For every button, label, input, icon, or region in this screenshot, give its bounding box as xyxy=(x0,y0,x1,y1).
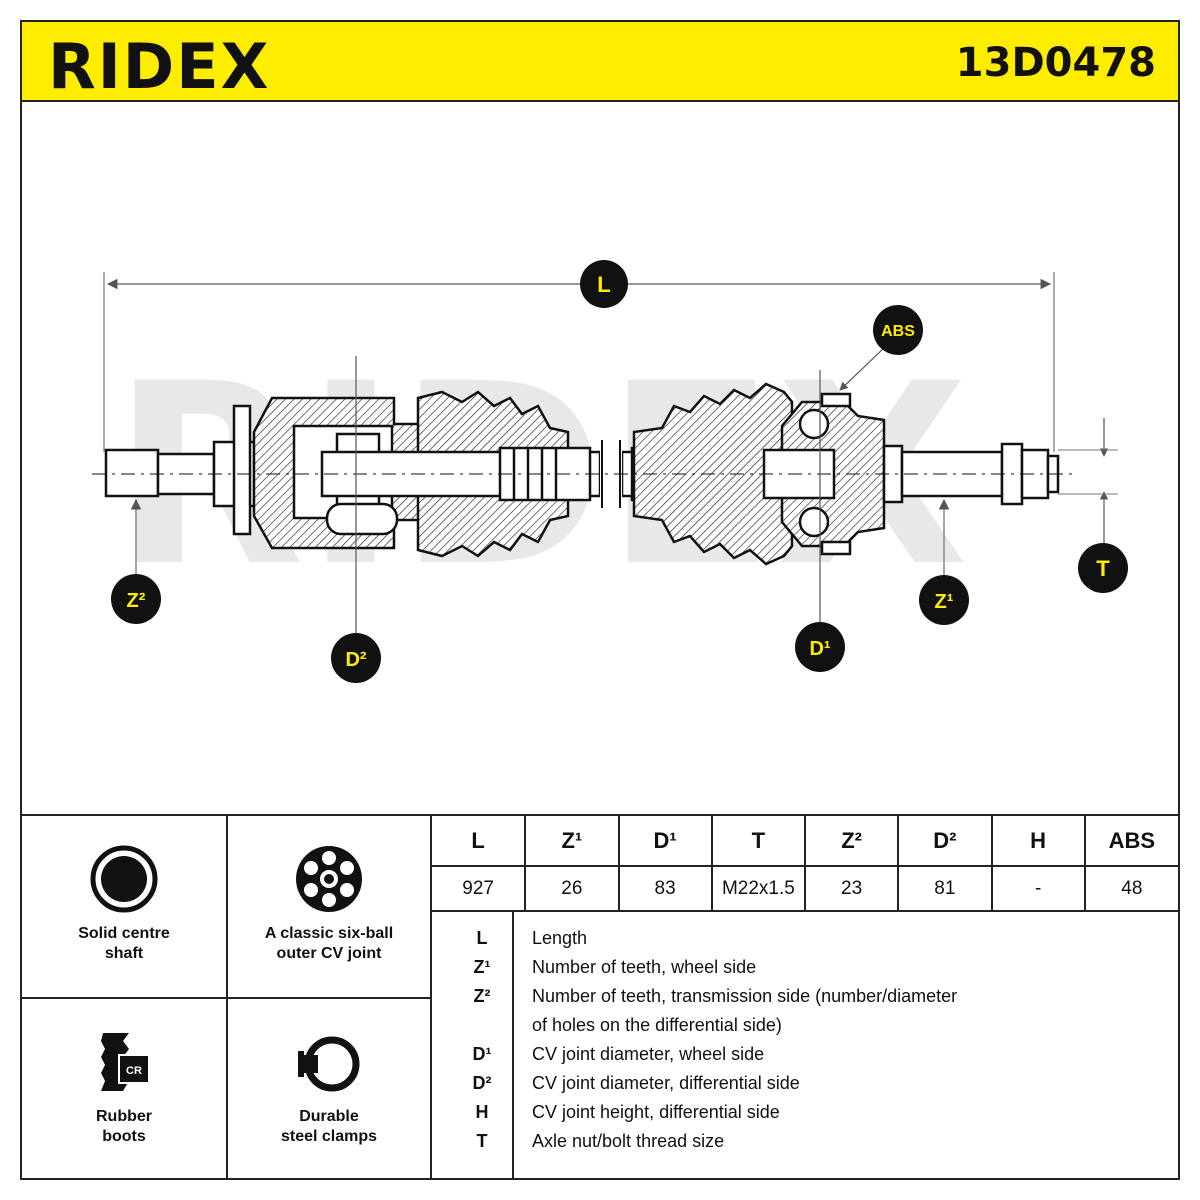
legend-symbol: D² xyxy=(472,1073,492,1093)
product-sheet: RIDEX 13D0478 RIDEX xyxy=(20,20,1180,1180)
legend-row: T Axle nut/bolt thread size xyxy=(432,1127,1178,1156)
spec-value: 927 xyxy=(432,866,527,910)
spec-value: 48 xyxy=(1121,877,1143,899)
legend-text: Axle nut/bolt thread size xyxy=(532,1131,725,1151)
feature-text: Solid centre shaft xyxy=(78,925,170,962)
legend-symbol: Z² xyxy=(473,986,491,1006)
legend-row: Z¹ Number of teeth, wheel side xyxy=(432,953,1178,982)
feature-six-ball-joint: A classic six-ball outer CV joint xyxy=(228,816,432,999)
spec-header: Z² xyxy=(805,816,900,867)
feature-solid-shaft: Solid centre shaft xyxy=(22,816,228,999)
badge-T: T xyxy=(1078,543,1128,593)
spec-value: 83 xyxy=(618,866,713,910)
spec-header: T xyxy=(711,816,807,867)
header-bar: RIDEX 13D0478 xyxy=(22,22,1178,103)
legend-row: H CV joint height, differential side xyxy=(432,1098,1178,1127)
spec-value-row: 927 26 83 M22x1.5 23 81 - 48 xyxy=(432,866,1178,910)
feature-text: Durable steel clamps xyxy=(280,1108,378,1145)
svg-text:CR: CR xyxy=(126,1065,142,1077)
drive-shaft-drawing: RIDEX xyxy=(22,102,1178,814)
feature-text: A classic six-ball outer CV joint xyxy=(264,925,394,962)
spec-value: 23 xyxy=(805,866,900,910)
legend-text: Length xyxy=(532,928,588,948)
steel-clamp-icon xyxy=(298,1036,360,1092)
spec-value: 81 xyxy=(898,866,993,910)
feature-steel-clamps: Durable steel clamps xyxy=(228,999,432,1180)
legend-text: Number of teeth, wheel side xyxy=(532,957,757,977)
legend-symbol: Z¹ xyxy=(473,957,491,977)
spec-header: D¹ xyxy=(618,816,713,867)
spec-header: D² xyxy=(898,816,993,867)
badge-D1: D¹ xyxy=(795,622,845,672)
label-L: L xyxy=(597,272,610,297)
badge-Z2: Z² xyxy=(111,574,161,624)
label-Z2: Z² xyxy=(127,590,146,612)
label-D1: D¹ xyxy=(809,638,830,660)
spec-value: 26 xyxy=(525,866,620,910)
legend-text: of holes on the differential side) xyxy=(532,1015,782,1035)
info-panel: Solid centre shaft A classic six-ball ou… xyxy=(22,814,1178,1180)
legend: L Length Z¹ Number of teeth, wheel side … xyxy=(432,912,1178,1180)
spec-header: L xyxy=(432,816,527,867)
feature-text: Rubber boots xyxy=(96,1108,152,1145)
rubber-boot-cr-icon: CR xyxy=(101,1033,150,1091)
label-ABS: ABS xyxy=(881,323,915,340)
spec-header: Z¹ xyxy=(525,816,620,867)
feature-rubber-boots: CR Rubber boots xyxy=(22,999,228,1180)
legend-row: L Length xyxy=(432,924,1178,953)
drive-shaft-svg: RIDEX xyxy=(92,260,1128,683)
spec-table: L Z¹ D¹ T Z² D² H ABS 927 26 83 M22x1.5 … xyxy=(432,816,1178,912)
part-number: 13D0478 xyxy=(955,40,1156,86)
six-ball-joint-icon xyxy=(296,846,362,912)
legend-text: Number of teeth, transmission side (numb… xyxy=(532,986,958,1006)
legend-divider xyxy=(512,912,514,1180)
badge-ABS: ABS xyxy=(873,305,923,355)
spec-value: - xyxy=(991,866,1086,910)
badge-L: L xyxy=(580,260,628,308)
legend-row: D¹ CV joint diameter, wheel side xyxy=(432,1040,1178,1069)
spec-header: ABS xyxy=(1084,816,1178,867)
legend-text: CV joint diameter, differential side xyxy=(532,1073,800,1093)
solid-shaft-icon xyxy=(90,845,158,913)
spec-header: H xyxy=(991,816,1086,867)
label-D2: D² xyxy=(345,649,366,671)
legend-row: D² CV joint diameter, differential side xyxy=(432,1069,1178,1098)
spec-header-row: L Z¹ D¹ T Z² D² H ABS xyxy=(432,816,1178,867)
legend-symbol: D¹ xyxy=(472,1044,492,1064)
legend-row: of holes on the differential side) xyxy=(432,1011,1178,1040)
legend-symbol: T xyxy=(476,1131,488,1151)
brand-logo: RIDEX xyxy=(48,30,271,103)
legend-symbol: L xyxy=(476,928,488,948)
legend-text: CV joint diameter, wheel side xyxy=(532,1044,765,1064)
legend-symbol: H xyxy=(475,1102,489,1122)
spec-value: M22x1.5 xyxy=(711,866,807,910)
badge-D2: D² xyxy=(331,633,381,683)
badge-Z1: Z¹ xyxy=(919,575,969,625)
label-T: T xyxy=(1096,556,1110,581)
legend-text: CV joint height, differential side xyxy=(532,1102,780,1122)
label-Z1: Z¹ xyxy=(935,591,954,613)
legend-row: Z² Number of teeth, transmission side (n… xyxy=(432,982,1178,1011)
